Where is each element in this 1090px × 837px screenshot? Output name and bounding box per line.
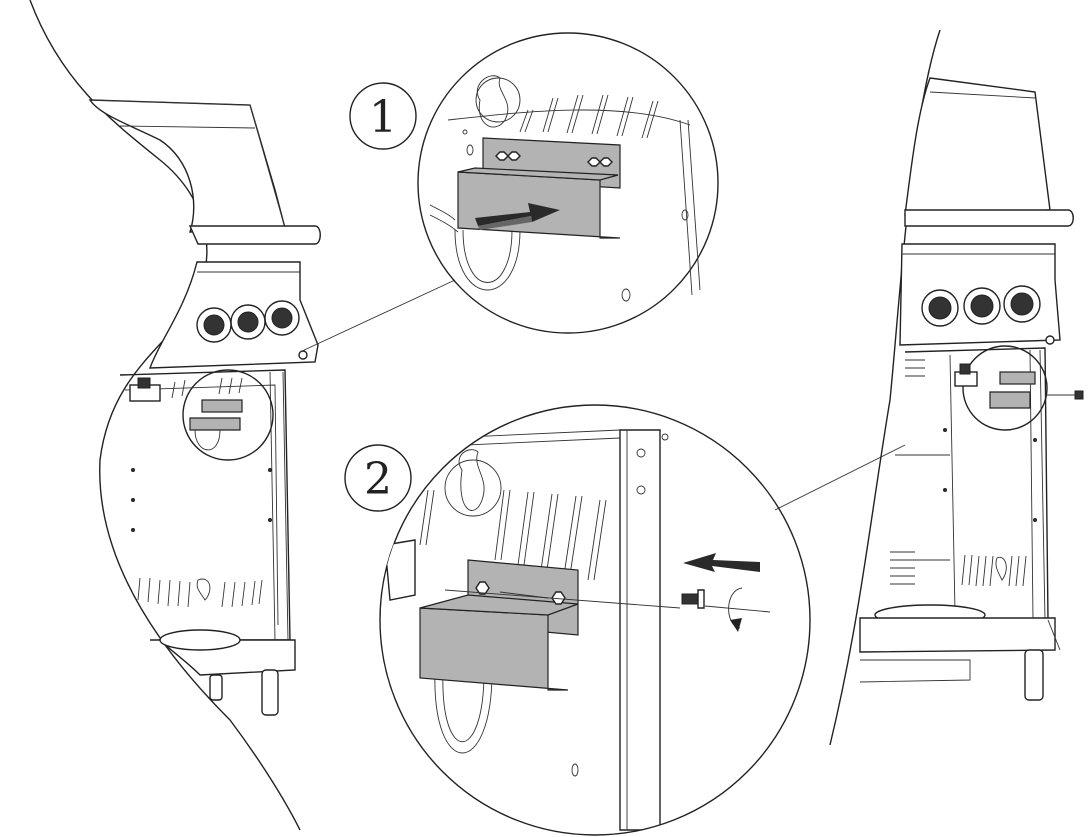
left-grill — [29, 0, 321, 831]
step-1-label: 1 — [349, 82, 417, 150]
step-2-detail — [379, 404, 906, 836]
left-grill-knobs — [196, 300, 300, 343]
step-2-label: 2 — [344, 444, 412, 512]
step-1-number: 1 — [369, 92, 397, 143]
right-grill — [829, 29, 1084, 746]
step-1-detail — [299, 32, 719, 353]
step-2-number: 2 — [364, 454, 392, 505]
right-grill-knobs — [921, 285, 1041, 327]
